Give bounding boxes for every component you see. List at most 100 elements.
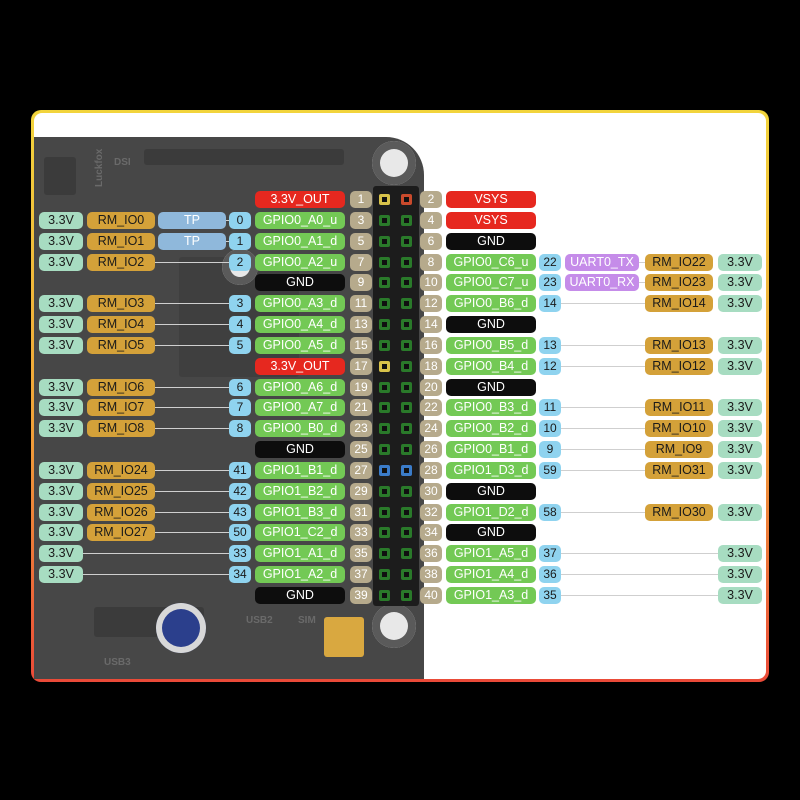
connector-line xyxy=(155,324,229,325)
left-num-label: 42 xyxy=(229,483,251,500)
left-num-label: 34 xyxy=(229,566,251,583)
left-rm-label: RM_IO8 xyxy=(87,420,155,437)
left-gpio-label: GPIO0_A4_d xyxy=(255,316,345,333)
header-pin xyxy=(379,548,390,559)
header-pin xyxy=(401,319,412,330)
brand-label: Luckfox xyxy=(94,148,105,187)
right-gpio-label: GPIO0_B5_d xyxy=(446,337,536,354)
pin-number-odd: 13 xyxy=(350,316,372,333)
left-num-label: 1 xyxy=(229,233,251,250)
left-rm-label: RM_IO5 xyxy=(87,337,155,354)
header-pin xyxy=(401,215,412,226)
right-volt-label: 3.3V xyxy=(718,462,762,479)
header-pin xyxy=(401,465,412,476)
left-num-label: 41 xyxy=(229,462,251,479)
right-gpio-label: GPIO0_C6_u xyxy=(446,254,536,271)
power-3v3-out-label: 3.3V_OUT xyxy=(255,191,345,208)
right-rm-label: RM_IO30 xyxy=(645,504,713,521)
connector-line xyxy=(226,220,229,221)
pin-number-odd: 39 xyxy=(350,587,372,604)
connector-line xyxy=(155,303,229,304)
connector-line xyxy=(226,241,229,242)
left-gpio-label: GPIO1_A1_d xyxy=(255,545,345,562)
right-volt-label: 3.3V xyxy=(718,504,762,521)
right-gpio-label: GPIO0_B3_d xyxy=(446,399,536,416)
pin-number-odd: 9 xyxy=(350,274,372,291)
right-num-label: 9 xyxy=(539,441,561,458)
mount-hole xyxy=(372,604,416,648)
right-gpio-label: GPIO1_D2_d xyxy=(446,504,536,521)
header-pin xyxy=(401,194,412,205)
connector-line xyxy=(155,532,229,533)
header-pin xyxy=(379,361,390,372)
right-gpio-label: GPIO1_A4_d xyxy=(446,566,536,583)
left-rm-label: RM_IO27 xyxy=(87,524,155,541)
left-volt-label: 3.3V xyxy=(39,399,83,416)
pin-number-odd: 35 xyxy=(350,545,372,562)
gnd-label: GND xyxy=(446,233,536,250)
pin-number-odd: 33 xyxy=(350,524,372,541)
left-rm-label: RM_IO24 xyxy=(87,462,155,479)
right-num-label: 58 xyxy=(539,504,561,521)
left-volt-label: 3.3V xyxy=(39,295,83,312)
connector-line xyxy=(155,387,229,388)
header-pin xyxy=(401,423,412,434)
right-gpio-label: GPIO0_B1_d xyxy=(446,441,536,458)
right-num-label: 10 xyxy=(539,420,561,437)
uart-label: UART0_TX xyxy=(565,254,639,271)
pin-number-odd: 3 xyxy=(350,212,372,229)
pin-number-even: 20 xyxy=(420,379,442,396)
left-num-label: 8 xyxy=(229,420,251,437)
left-volt-label: 3.3V xyxy=(39,212,83,229)
sim-slot xyxy=(324,617,364,657)
left-volt-label: 3.3V xyxy=(39,379,83,396)
silkscreen-usb2: USB2 xyxy=(246,615,273,626)
left-num-label: 6 xyxy=(229,379,251,396)
gnd-label: GND xyxy=(255,441,345,458)
header-pin xyxy=(379,277,390,288)
left-rm-label: RM_IO1 xyxy=(87,233,155,250)
connector-line xyxy=(155,262,229,263)
right-num-label: 11 xyxy=(539,399,561,416)
pin-number-even: 14 xyxy=(420,316,442,333)
header-pin xyxy=(379,340,390,351)
pin-number-even: 22 xyxy=(420,399,442,416)
connector-line xyxy=(155,407,229,408)
gpio-header xyxy=(373,186,419,606)
pin-number-even: 26 xyxy=(420,441,442,458)
connector-line xyxy=(561,512,645,513)
header-pin xyxy=(401,382,412,393)
left-rm-label: RM_IO3 xyxy=(87,295,155,312)
connector-line xyxy=(155,345,229,346)
left-num-label: 7 xyxy=(229,399,251,416)
left-num-label: 5 xyxy=(229,337,251,354)
right-num-label: 23 xyxy=(539,274,561,291)
left-volt-label: 3.3V xyxy=(39,545,83,562)
header-pin xyxy=(379,486,390,497)
gnd-label: GND xyxy=(255,274,345,291)
uart-label: UART0_RX xyxy=(565,274,639,291)
left-rm-label: RM_IO7 xyxy=(87,399,155,416)
left-num-label: 43 xyxy=(229,504,251,521)
connector-line xyxy=(561,407,645,408)
connector-line xyxy=(561,345,645,346)
left-gpio-label: GPIO1_C2_d xyxy=(255,524,345,541)
dsi-connector xyxy=(144,149,344,165)
inductor-block xyxy=(44,157,76,195)
silkscreen-sim: SIM xyxy=(298,615,316,626)
header-pin xyxy=(379,569,390,580)
header-pin xyxy=(379,444,390,455)
pin-number-odd: 29 xyxy=(350,483,372,500)
pin-number-odd: 15 xyxy=(350,337,372,354)
connector-line xyxy=(561,428,645,429)
left-num-label: 50 xyxy=(229,524,251,541)
right-num-label: 13 xyxy=(539,337,561,354)
left-gpio-label: GPIO0_A2_u xyxy=(255,254,345,271)
pin-number-even: 8 xyxy=(420,254,442,271)
left-volt-label: 3.3V xyxy=(39,254,83,271)
pin-number-even: 38 xyxy=(420,566,442,583)
header-pin xyxy=(379,423,390,434)
pin-number-even: 10 xyxy=(420,274,442,291)
pin-number-odd: 25 xyxy=(350,441,372,458)
left-volt-label: 3.3V xyxy=(39,420,83,437)
